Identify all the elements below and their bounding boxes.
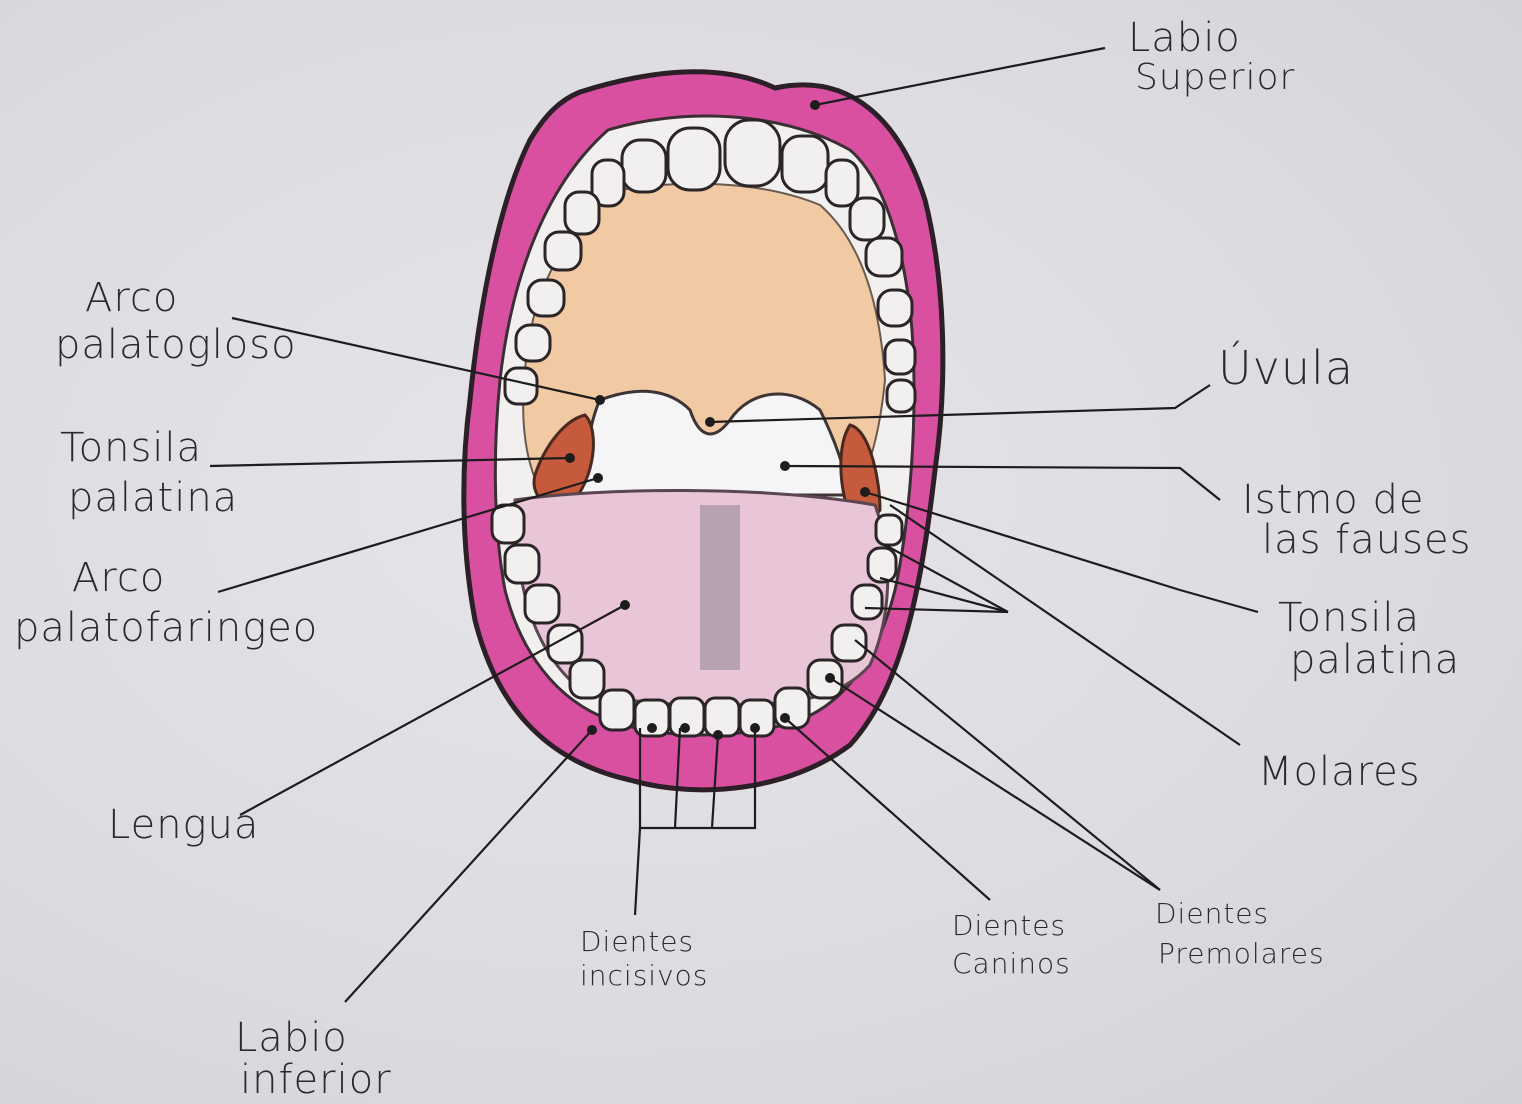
label-arco-palatogloso-1: Arco — [85, 278, 178, 318]
line-caninos — [785, 718, 990, 900]
label-caninos-1: Dientes — [952, 912, 1066, 940]
label-arco-palatofaringeo-1: Arco — [72, 558, 165, 598]
label-istmo-2: las fauses — [1262, 520, 1471, 560]
line-labio-superior — [815, 48, 1105, 105]
label-premolares-1: Dientes — [1155, 900, 1269, 928]
label-uvula: Úvula — [1218, 345, 1354, 391]
label-arco-palatofaringeo-2: palatofaringeo — [14, 608, 318, 648]
line-incisivos-stem — [635, 828, 640, 915]
label-incisivos-2: incisivos — [580, 962, 708, 990]
label-istmo-1: Istmo de — [1242, 480, 1424, 520]
label-premolares-2: Premolares — [1158, 940, 1325, 968]
label-labio-superior-1: Labio — [1128, 18, 1241, 58]
line-premolares-2 — [855, 640, 1160, 890]
label-arco-palatogloso-2: palatogloso — [55, 325, 297, 365]
label-caninos-2: Caninos — [952, 950, 1071, 978]
line-labio-inferior — [345, 730, 592, 1002]
label-incisivos-1: Dientes — [580, 928, 694, 956]
label-molares: Molares — [1258, 752, 1421, 792]
label-lengua: Lengua — [108, 805, 259, 845]
line-premolares — [830, 678, 1160, 890]
label-tonsila-right-1: Tonsila — [1278, 598, 1420, 638]
label-labio-inferior-2: inferior — [240, 1060, 392, 1100]
label-labio-inferior-1: Labio — [235, 1018, 348, 1058]
tongue-median-groove — [700, 505, 740, 670]
line-molares-1 — [890, 505, 1240, 745]
label-tonsila-right-2: palatina — [1290, 640, 1460, 680]
label-tonsila-left-1: Tonsila — [60, 428, 202, 468]
label-labio-superior-2: Superior — [1135, 60, 1295, 96]
label-tonsila-left-2: palatina — [68, 478, 238, 518]
